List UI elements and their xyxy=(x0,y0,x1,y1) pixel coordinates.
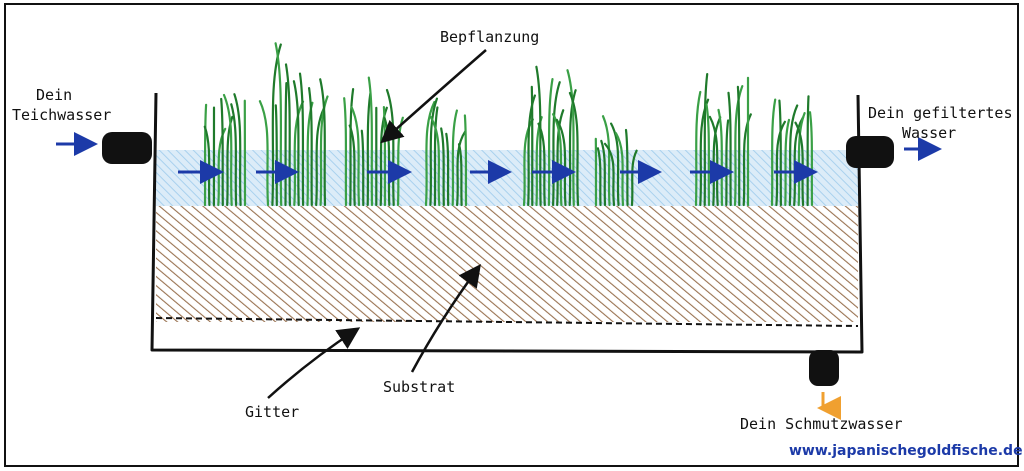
plant-blade xyxy=(220,97,224,207)
plant-blade xyxy=(367,76,374,207)
plant-blade xyxy=(530,85,534,207)
plant-blade xyxy=(308,87,313,207)
plant-clump xyxy=(424,97,468,207)
plant-blade xyxy=(610,122,620,207)
plant-blade xyxy=(797,112,806,207)
plant-blade xyxy=(708,115,719,207)
water-layer xyxy=(156,150,858,206)
plant-blade xyxy=(315,107,325,207)
outlet-label-line2: Wasser xyxy=(902,124,956,142)
plant-blade xyxy=(596,147,602,207)
plant-blade xyxy=(433,106,439,207)
plant-blade xyxy=(806,95,810,207)
plant-blade xyxy=(445,132,450,207)
plant-blade xyxy=(603,142,616,207)
plant-blade xyxy=(429,116,441,207)
plant-blade xyxy=(568,91,580,207)
plant-blade xyxy=(284,82,288,207)
plant-blade xyxy=(624,128,629,207)
plant-blade xyxy=(222,93,233,207)
substrate-label: Substrat xyxy=(383,378,455,396)
plant-blade xyxy=(298,72,305,207)
substrate-layer xyxy=(156,206,858,322)
plant-blade xyxy=(360,129,365,207)
planting-pointer-arrow xyxy=(380,49,487,144)
plant-blade xyxy=(348,124,356,207)
plant-blade xyxy=(784,118,791,207)
plant-blade xyxy=(343,97,348,207)
grid-line xyxy=(155,317,859,327)
plant-clump xyxy=(522,65,580,207)
plant-blade xyxy=(366,92,372,207)
plant-blade xyxy=(566,69,575,207)
plant-blade xyxy=(319,78,327,207)
website-link[interactable]: www.japanischegoldfische.de xyxy=(789,443,1023,459)
pipe-inlet-icon xyxy=(102,132,152,164)
plant-blade xyxy=(808,111,814,207)
plant-blade xyxy=(614,132,625,207)
inlet-label-line1: Dein xyxy=(36,86,72,104)
plant-blade xyxy=(382,106,387,207)
plant-blade xyxy=(556,109,565,207)
plant-clump xyxy=(694,73,752,207)
plant-clump xyxy=(258,42,329,207)
plant-blade xyxy=(537,122,546,207)
plant-blade xyxy=(552,81,561,207)
plant-blade xyxy=(712,116,722,207)
plant-blade xyxy=(793,116,805,207)
plant-blade xyxy=(703,73,709,207)
plant-blade xyxy=(601,115,611,207)
plant-blade xyxy=(600,139,607,207)
pipe-drain-icon xyxy=(809,350,839,386)
plant-blade xyxy=(456,130,467,207)
plant-blade xyxy=(274,104,278,207)
plant-blade xyxy=(463,114,468,207)
outlet-label-line1: Dein gefiltertes xyxy=(868,104,1013,122)
plant-blade xyxy=(233,93,242,207)
plant-blade xyxy=(230,103,238,207)
plant-blade xyxy=(203,103,208,207)
plant-clump xyxy=(770,95,814,207)
plant-blade xyxy=(794,121,805,207)
plant-blade xyxy=(429,97,438,207)
plant-blade xyxy=(292,80,300,207)
substrate-pointer-arrow xyxy=(410,263,481,373)
plant-blade xyxy=(547,78,554,207)
grid-label: Gitter xyxy=(245,403,299,421)
plant-blade xyxy=(440,127,445,207)
plant-blade xyxy=(630,149,638,207)
plant-blade xyxy=(424,100,436,207)
plant-blade xyxy=(451,109,458,207)
plant-blade xyxy=(349,88,355,207)
plant-blade xyxy=(555,118,567,207)
plant-blade xyxy=(778,99,782,207)
plant-blade xyxy=(770,98,777,207)
plant-blade xyxy=(736,85,741,207)
plant-blade xyxy=(293,100,305,207)
plant-blade xyxy=(725,119,730,207)
plant-blade xyxy=(694,90,702,207)
plant-blade xyxy=(258,100,270,207)
plant-blade xyxy=(727,91,732,207)
planting-label: Bepflanzung xyxy=(440,28,539,46)
plant-blade xyxy=(775,120,786,207)
plant-blade xyxy=(457,143,463,207)
plant-blade xyxy=(350,106,361,207)
inlet-label-line2: Teichwasser xyxy=(12,106,111,124)
plant-blade xyxy=(552,113,563,207)
basin-outline xyxy=(150,92,864,354)
plant-blade xyxy=(788,104,799,207)
plant-blade xyxy=(705,103,711,207)
pipe-outlet-icon xyxy=(846,136,894,168)
plant-blade xyxy=(717,108,724,207)
plant-clump xyxy=(594,115,638,207)
plant-blade xyxy=(284,63,291,207)
grid-pointer-arrow xyxy=(267,327,361,399)
outer-frame xyxy=(4,3,1019,467)
drain-label: Dein Schmutzwasser xyxy=(740,415,903,433)
